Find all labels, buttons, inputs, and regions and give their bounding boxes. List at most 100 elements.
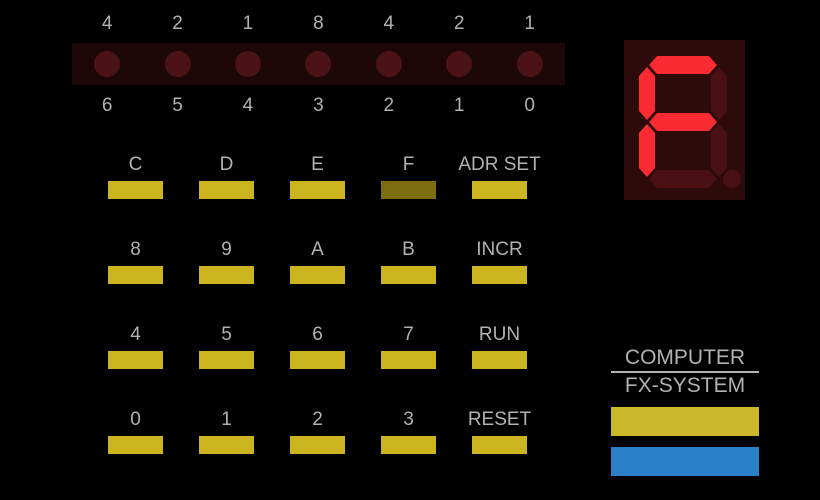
key-run[interactable]: RUN: [472, 322, 527, 378]
led-cell: [142, 51, 212, 77]
brand-bar-yellow: [611, 407, 759, 436]
keypad-row: 0 1 2 3 RESET: [108, 407, 531, 463]
key-bar[interactable]: [199, 266, 254, 284]
led-weight-label: 4: [101, 13, 113, 34]
led-indicator-bit-1: [446, 51, 473, 77]
brand-line-fx-system: FX-SYSTEM: [624, 374, 746, 397]
key-2[interactable]: 2: [290, 407, 345, 463]
key-c[interactable]: C: [108, 152, 163, 208]
led-cell: [495, 51, 565, 77]
led-indicator-bit-6: [94, 51, 121, 77]
key-5[interactable]: 5: [199, 322, 254, 378]
key-bar[interactable]: [290, 266, 345, 284]
key-label: 1: [221, 409, 232, 430]
brand-line-computer: COMPUTER: [624, 346, 746, 369]
segment-d: [649, 170, 717, 188]
key-label: RESET: [467, 409, 532, 430]
key-label: 2: [312, 409, 323, 430]
key-label: INCR: [476, 239, 523, 260]
key-a[interactable]: A: [290, 237, 345, 293]
branding-block: COMPUTER FX-SYSTEM: [611, 345, 759, 476]
led-weight-label: 8: [313, 13, 324, 34]
key-d[interactable]: D: [199, 152, 254, 208]
key-bar[interactable]: [472, 351, 527, 369]
led-bit-label: 4: [242, 95, 254, 116]
key-label: ADR SET: [458, 154, 541, 175]
key-bar[interactable]: [290, 181, 345, 199]
led-bit-label: 6: [101, 95, 113, 116]
key-bar[interactable]: [108, 181, 163, 199]
led-bit-label: 5: [172, 95, 184, 116]
keypad-row: 8 9 A B INCR: [108, 237, 528, 293]
led-weight-label: 1: [242, 13, 254, 34]
key-6[interactable]: 6: [290, 322, 345, 378]
key-bar[interactable]: [108, 351, 163, 369]
key-bar[interactable]: [381, 181, 436, 199]
led-weight-label-row: 4 2 1 8 4 2 1: [72, 12, 565, 36]
led-indicator-bit-5: [164, 51, 191, 77]
segment-e: [639, 124, 655, 177]
key-label: 9: [221, 239, 232, 260]
key-f[interactable]: F: [381, 152, 436, 208]
key-incr[interactable]: INCR: [472, 237, 527, 293]
led-indicator-group: 4 2 1 8 4 2 1 6 5 4 3 2 1 0: [72, 12, 565, 122]
key-0[interactable]: 0: [108, 407, 163, 463]
led-indicator-bit-4: [235, 51, 262, 77]
led-strip: [72, 43, 565, 85]
seven-segment-glyph-icon: [639, 56, 741, 188]
key-3[interactable]: 3: [381, 407, 436, 463]
key-bar[interactable]: [199, 436, 254, 454]
key-label: E: [311, 154, 324, 175]
key-label: D: [219, 154, 234, 175]
led-bit-label: 2: [383, 95, 395, 116]
seven-segment-display: [624, 40, 745, 200]
key-label: A: [311, 239, 324, 260]
key-8[interactable]: 8: [108, 237, 163, 293]
key-bar[interactable]: [381, 436, 436, 454]
led-weight-label: 2: [453, 13, 465, 34]
key-bar[interactable]: [472, 266, 527, 284]
key-bar[interactable]: [108, 436, 163, 454]
keypad-row: C D E F ADR SET: [108, 152, 541, 208]
led-bit-label: 3: [313, 95, 324, 116]
key-bar[interactable]: [199, 181, 254, 199]
led-indicator-bit-0: [516, 51, 543, 77]
key-adr-set[interactable]: ADR SET: [458, 152, 541, 208]
key-label: 8: [130, 239, 141, 260]
key-label: RUN: [478, 324, 521, 345]
key-bar[interactable]: [381, 266, 436, 284]
key-label: 0: [130, 409, 141, 430]
key-bar[interactable]: [108, 266, 163, 284]
led-cell: [354, 51, 424, 77]
key-bar[interactable]: [381, 351, 436, 369]
led-cell: [283, 51, 353, 77]
key-9[interactable]: 9: [199, 237, 254, 293]
segment-g: [649, 113, 717, 131]
key-bar[interactable]: [472, 436, 527, 454]
key-bar[interactable]: [290, 436, 345, 454]
key-bar[interactable]: [472, 181, 527, 199]
brand-divider: [611, 371, 759, 373]
segment-f: [639, 67, 655, 120]
keypad: C D E F ADR SET 8: [108, 152, 541, 463]
key-bar[interactable]: [199, 351, 254, 369]
key-label: 3: [403, 409, 414, 430]
key-label: 4: [130, 324, 141, 345]
key-bar[interactable]: [290, 351, 345, 369]
led-bit-label-row: 6 5 4 3 2 1 0: [72, 94, 565, 118]
led-cell: [424, 51, 494, 77]
key-e[interactable]: E: [290, 152, 345, 208]
led-indicator-bit-2: [375, 51, 402, 77]
segment-b: [711, 67, 727, 120]
led-weight-label: 1: [524, 13, 536, 34]
key-reset[interactable]: RESET: [468, 407, 531, 463]
led-cell: [72, 51, 142, 77]
key-b[interactable]: B: [381, 237, 436, 293]
key-7[interactable]: 7: [381, 322, 436, 378]
led-bit-label: 0: [524, 95, 536, 116]
key-label: F: [402, 154, 415, 175]
key-1[interactable]: 1: [199, 407, 254, 463]
key-label: 7: [403, 324, 414, 345]
key-4[interactable]: 4: [108, 322, 163, 378]
